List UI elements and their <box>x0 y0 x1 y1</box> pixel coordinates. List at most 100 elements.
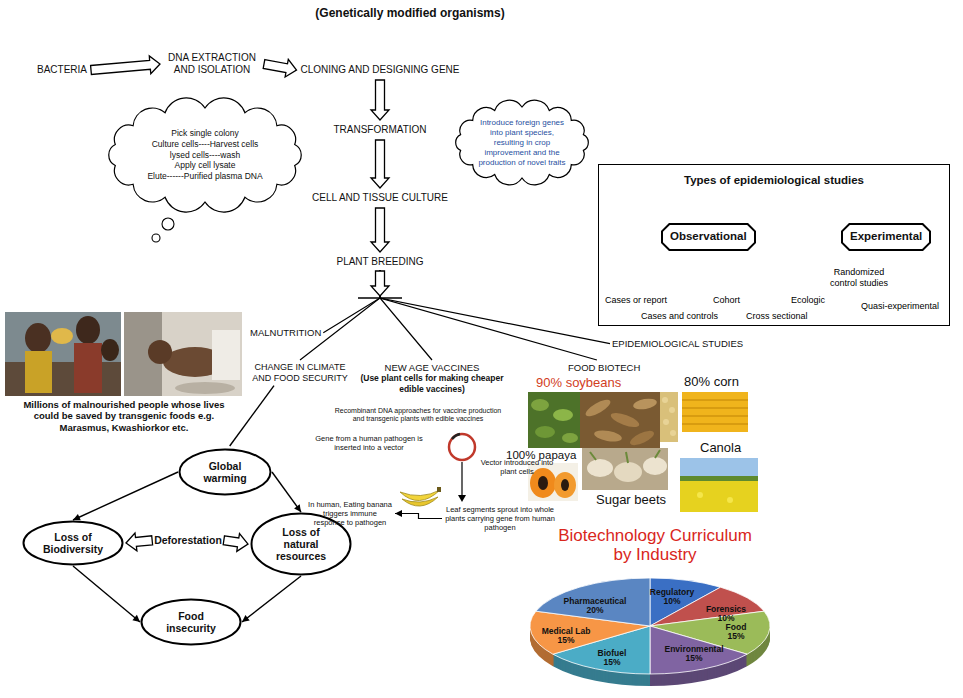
pie-chart <box>530 578 770 686</box>
cloud-outline <box>456 100 589 185</box>
connector-line <box>395 514 442 519</box>
process-step: TRANSFORMATION <box>333 124 426 136</box>
node-text: Types of epidemiological studies <box>599 174 949 188</box>
malnourished-child-photo <box>175 382 235 394</box>
sugar-beets-photo <box>582 448 668 490</box>
protocol-cloud: Pick single colonyCulture cells----Harve… <box>100 95 310 215</box>
arrow-head <box>73 514 81 520</box>
pie-slice <box>536 578 650 626</box>
node-text: Pick single colony <box>141 128 270 139</box>
malnutrition-photo <box>74 343 102 393</box>
process-arrow <box>458 462 466 502</box>
connector-line <box>242 576 301 622</box>
node-text: Leaf segments sprout into whole plants c… <box>445 505 555 532</box>
study-type: Cohort <box>713 295 740 306</box>
study-types-box: Types of epidemiological studiesObservat… <box>598 164 950 326</box>
branch-topic: NEW AGE VACCINES(Use plant cells for mak… <box>358 362 506 394</box>
slice-label: Pharmaceutical 20% <box>558 597 632 615</box>
connector <box>126 533 153 551</box>
cycle-ellipse: Food insecurity <box>140 598 242 646</box>
connector-line <box>73 472 178 520</box>
banana-picture <box>437 487 441 492</box>
connector <box>323 270 380 333</box>
branch-topic: EPIDEMIOLOGICAL STUDIES <box>612 338 743 349</box>
corn-photo <box>682 423 748 425</box>
category-octagon: Experimental <box>841 223 931 251</box>
block-arrow <box>371 140 389 188</box>
octagon-outline <box>842 224 930 250</box>
node-text: DNA EXTRACTION AND ISOLATION <box>164 52 260 76</box>
malnourished-child-photo <box>212 330 240 380</box>
category-octagon: Observational <box>661 223 756 251</box>
node-text: Gene from a human pathogen is inserted i… <box>305 434 433 452</box>
node-text: EPIDEMIOLOGICAL STUDIES <box>612 338 743 349</box>
sugar-beets-photo <box>643 457 667 475</box>
canola-field-photo <box>680 458 758 512</box>
vaccine-step: Leaf segments sprout into whole plants c… <box>445 505 555 532</box>
corn-photo <box>682 392 748 432</box>
canola-field-photo <box>697 492 703 498</box>
node-text: Cases or report <box>605 295 667 306</box>
connector-line <box>300 270 380 360</box>
arrow-head <box>395 510 402 517</box>
arrow-head <box>294 504 301 512</box>
study-type: Ecologic <box>791 295 825 306</box>
node-text: TRANSFORMATION <box>333 124 426 136</box>
connector <box>371 140 389 188</box>
split-bar <box>358 297 402 299</box>
study-type: Cases and controls <box>641 311 718 322</box>
connector-line <box>272 472 301 512</box>
connector <box>223 534 248 552</box>
node-text: Experimental <box>850 230 922 244</box>
slice-label: Medical Lab 15% <box>541 627 591 645</box>
canola-field-photo <box>680 476 758 481</box>
connector <box>300 270 380 360</box>
soybeans-photo <box>663 419 669 425</box>
soybeans-photo <box>669 407 675 413</box>
soybean-pods-photo <box>628 428 656 448</box>
soybeans-photo <box>660 392 678 442</box>
papaya-photo <box>561 479 569 491</box>
crop-label: Sugar beets <box>596 492 666 508</box>
malnourished-child-photo <box>124 312 242 396</box>
connector-line <box>73 566 140 622</box>
split-bar <box>358 271 402 298</box>
sugar-beets-photo <box>582 448 668 490</box>
corn-photo <box>682 399 748 401</box>
thought-bubbles <box>162 218 174 230</box>
process-arrow <box>458 495 466 502</box>
note-cloud: Introduce foreign genes into plant speci… <box>446 94 598 191</box>
crop-label: Canola <box>700 440 741 456</box>
soybean-plant-photo <box>535 426 555 438</box>
banana-picture <box>400 487 441 506</box>
node-text: Global warming <box>192 460 258 484</box>
block-arrow <box>371 80 389 120</box>
cycle-ellipse: Global warming <box>178 448 272 496</box>
soybean-plant-photo <box>531 399 549 411</box>
branch-topic: FOOD BIOTECH <box>568 362 640 373</box>
connector <box>73 472 178 520</box>
block-arrow <box>371 208 389 252</box>
vaccine-step: In human, Eating banana triggers immune … <box>308 500 392 527</box>
canola-field-photo <box>680 458 758 512</box>
malnutrition-photo <box>5 312 121 396</box>
papaya-photo <box>528 463 578 501</box>
block-arrow <box>91 56 160 75</box>
cycle-ellipse: Loss of Biodiversity <box>22 520 124 566</box>
soybean-plant-photo <box>528 392 580 448</box>
chart-title: Biotechnology Curriculum by Industry <box>555 527 755 564</box>
sugar-beets-photo <box>587 459 613 477</box>
node-text: PLANT BREEDING <box>336 256 423 268</box>
soybean-plant-photo <box>528 392 580 448</box>
connector <box>371 208 389 252</box>
node-text: Food insecurity <box>155 610 226 634</box>
octagon-outline <box>662 224 755 250</box>
connector-line <box>380 270 597 360</box>
soybean-pods-photo <box>583 397 612 420</box>
papaya-photo <box>554 472 576 498</box>
soybean-pods-photo <box>580 392 660 448</box>
process-step: CLONING AND DESIGNING GENE <box>301 64 460 76</box>
node-text: Ecologic <box>791 295 825 306</box>
sugar-beets-photo <box>614 462 642 482</box>
